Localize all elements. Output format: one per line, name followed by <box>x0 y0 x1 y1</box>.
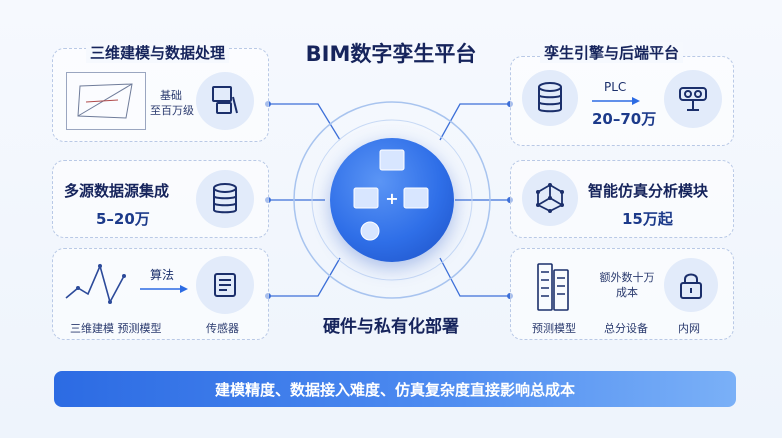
plc-label: PLC <box>604 80 627 94</box>
camera-sensor-icon <box>664 70 722 128</box>
layers-icon <box>196 256 254 314</box>
line-chart-icon <box>65 263 126 305</box>
cad-drawing-image <box>66 72 146 130</box>
arrow-right-icon <box>140 285 188 293</box>
database-icon <box>196 170 254 228</box>
hub-circle: + <box>330 138 454 262</box>
card-3d-modeling-title: 三维建模与数据处理 <box>86 42 230 63</box>
caption-equipment: 总分设备 <box>604 322 648 335</box>
hub-icons: + <box>353 149 429 241</box>
card-data-integration-price: 5–20万 <box>96 210 150 228</box>
algorithm-label: 算法 <box>150 268 175 282</box>
card-twin-engine-price: 20–70万 <box>592 110 657 128</box>
workstation-icon <box>196 72 254 130</box>
network-nodes-icon <box>522 170 578 226</box>
caption-intranet: 内网 <box>678 322 700 335</box>
card-3d-modeling-note: 基础 至百万级 <box>150 89 194 117</box>
summary-banner: 建模精度、数据接入难度、仿真复杂度直接影响总成本 <box>54 371 736 407</box>
hub-bottom-title: 硬件与私有化部署 <box>323 317 459 337</box>
caption-predict-model: 预测模型 <box>532 322 576 335</box>
extra-cost-note: 额外数十万 成本 <box>599 271 655 299</box>
svg-text:+: + <box>385 189 398 208</box>
server-rack-icon <box>537 263 569 311</box>
server-stack-icon <box>522 70 578 126</box>
card-simulation-price: 15万起 <box>622 210 673 228</box>
page-title: BIM数字孪生平台 <box>305 42 477 66</box>
arrow-plc-icon <box>592 97 640 105</box>
caption-sensors: 传感器 <box>206 322 239 335</box>
card-simulation-title: 智能仿真分析模块 <box>588 182 709 200</box>
caption-models: 三维建模 预测模型 <box>70 322 162 335</box>
card-data-integration-title: 多源数据源集成 <box>64 182 170 200</box>
lock-icon <box>664 258 718 312</box>
card-twin-engine-title: 孪生引擎与后端平台 <box>540 42 684 63</box>
